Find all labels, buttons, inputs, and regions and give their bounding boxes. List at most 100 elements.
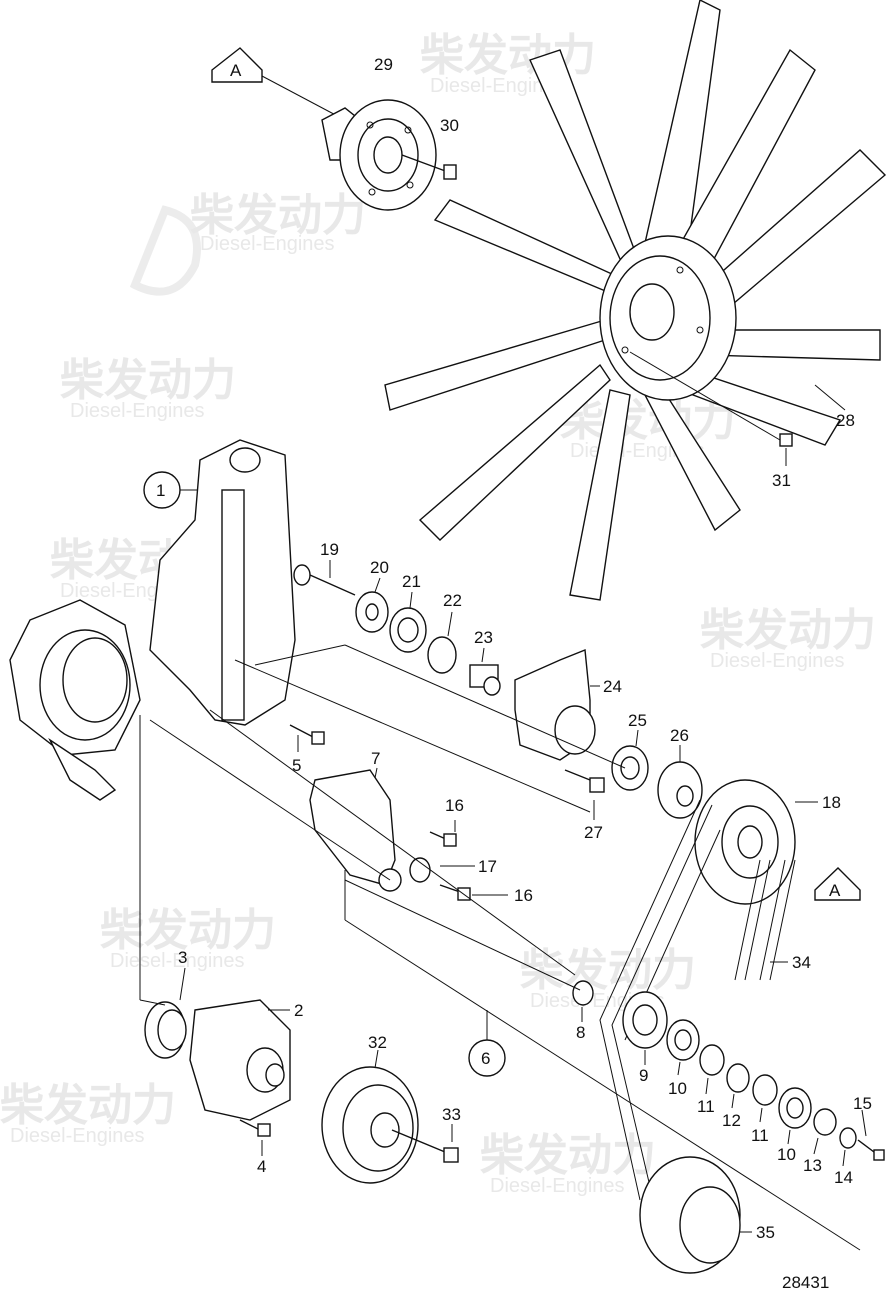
callout-23: 23 [474,628,493,647]
callout-14: 14 [834,1168,853,1187]
callout-32: 32 [368,1033,387,1052]
callout-29: 29 [374,55,393,74]
pulley-9 [622,991,668,1065]
callout-22: 22 [443,591,462,610]
callout-33: 33 [442,1105,461,1124]
watermark-7: 柴发动力 Diesel-Engines [100,905,276,972]
callout-20: 20 [370,558,389,577]
callout-26: 26 [670,726,689,745]
callout-34: 34 [792,953,811,972]
bearing-25 [611,729,649,791]
callout-11-left: 11 [697,1097,715,1116]
callout-17: 17 [478,857,497,876]
pulley-32 [321,1049,419,1184]
watermark-layer: 柴发动力 Diesel-Engines 柴发动力 Diesel-Engines … [0,30,876,1197]
svg-text:柴发动力: 柴发动力 [60,355,236,406]
svg-text:Diesel-Engines: Diesel-Engines [430,75,565,97]
bolt-31 [629,351,793,466]
bearing-10-right [778,1087,812,1145]
callout-10-right: 10 [777,1145,796,1164]
svg-text:柴发动力: 柴发动力 [190,190,366,241]
svg-text:Diesel-Engines: Diesel-Engines [10,1125,145,1147]
svg-text:Diesel-Engines: Diesel-Engines [70,400,205,422]
assembly-6 [344,870,861,1251]
callout-10-left: 10 [668,1079,687,1098]
svg-text:Diesel-Engines: Diesel-Engines [200,233,335,255]
svg-text:柴发动力: 柴发动力 [0,1080,176,1131]
callout-6: 6 [481,1049,490,1068]
fan-28 [384,0,887,601]
washer-17 [409,857,475,883]
ring-12 [726,1063,750,1109]
svg-text:柴发动力: 柴发动力 [420,30,596,81]
drawing-number: 28431 [782,1273,829,1292]
callout-16-upper: 16 [445,796,464,815]
bearing-10-left [666,1019,700,1076]
svg-text:Diesel-Engines: Diesel-Engines [110,950,245,972]
bolt-19 [293,560,356,596]
leader-lines [139,644,626,1006]
circlip-22 [427,611,457,674]
svg-text:柴发动力: 柴发动力 [700,605,876,656]
bolt-27 [564,769,605,820]
watermark-9: 柴发动力 Diesel-Engines [0,1080,176,1147]
callout-7: 7 [371,749,380,768]
callout-21: 21 [402,572,421,591]
pulley-18: A [694,779,861,905]
svg-text:柴发动力: 柴发动力 [520,945,696,996]
bolt-16-lower [439,884,508,901]
callout-24: 24 [603,677,622,696]
bearing-21 [389,591,427,653]
washer-20 [355,577,389,633]
svg-text:柴发动力: 柴发动力 [560,395,736,446]
watermark-1: 柴发动力 Diesel-Engines [129,190,366,296]
callout-5: 5 [292,756,301,775]
svg-text:Diesel-Engines: Diesel-Engines [490,1175,625,1197]
callout-1: 1 [156,481,165,500]
svg-text:Diesel-Engines: Diesel-Engines [710,650,845,672]
connector-3 [144,967,187,1059]
water-pump-2 [189,999,291,1121]
crank-pulley-35 [639,1156,752,1274]
nut-14 [839,1127,857,1167]
washer-13 [813,1108,837,1155]
watermark-10: 柴发动力 Diesel-Engines [480,1130,656,1197]
callout-2: 2 [294,1001,303,1020]
callout-19: 19 [320,540,339,559]
circlip-11-right [752,1074,778,1123]
callout-35: 35 [756,1223,775,1242]
callout-31: 31 [772,471,791,490]
bolt-30 [401,154,457,180]
view-marker-a-right-label: A [829,881,841,900]
callout-27: 27 [584,823,603,842]
seal-8 [572,980,594,1022]
callout-30: 30 [440,116,459,135]
callout-4: 4 [257,1157,266,1176]
pulley-26 [657,745,703,819]
callout-9: 9 [639,1066,648,1085]
bolt-15 [857,1109,885,1161]
callout-16-lower: 16 [514,886,533,905]
circlip-11-left [699,1044,725,1095]
callout-28: 28 [836,411,855,430]
bolt-4 [239,1119,271,1156]
belt-34 [734,859,796,981]
callout-8: 8 [576,1023,585,1042]
callout-11-right: 11 [751,1126,769,1145]
callout-13: 13 [803,1156,822,1175]
watermark-6: 柴发动力 Diesel-Engines [700,605,876,672]
callout-25: 25 [628,711,647,730]
watermark-3: 柴发动力 Diesel-Engines [60,355,236,422]
watermark-4: 柴发动力 Diesel-Engines [560,395,736,462]
bracket-7 [309,767,402,892]
bolt-5 [289,724,325,752]
fan-hub-29: A [211,47,437,211]
callout-12: 12 [722,1111,741,1130]
bolt-16-upper [429,820,457,847]
bolt-33 [391,1124,459,1163]
tensioner-bracket-24 [514,649,600,761]
view-marker-a-top-label: A [230,61,242,80]
view-marker-a-right [814,867,861,901]
housing-1 [9,439,296,801]
